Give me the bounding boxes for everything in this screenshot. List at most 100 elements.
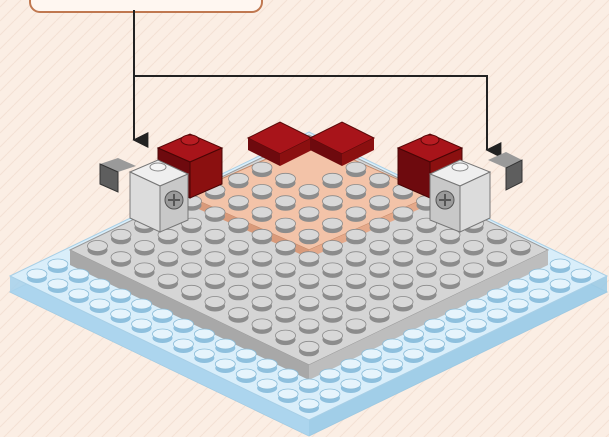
grey-stud bbox=[135, 263, 155, 274]
blue-stud bbox=[425, 339, 445, 349]
blue-stud bbox=[278, 389, 298, 399]
grey-stud bbox=[370, 308, 390, 319]
grey-stud bbox=[370, 196, 390, 207]
grey-stud bbox=[440, 274, 460, 285]
blue-stud bbox=[529, 269, 549, 279]
blue-stud bbox=[571, 269, 591, 279]
blue-stud bbox=[383, 339, 403, 349]
grey-stud bbox=[252, 162, 272, 173]
grey-stud bbox=[346, 207, 366, 218]
blue-stud bbox=[153, 329, 173, 339]
blue-stud bbox=[173, 319, 193, 329]
grey-stud bbox=[276, 218, 296, 229]
blue-stud bbox=[341, 379, 361, 389]
blue-stud bbox=[529, 289, 549, 299]
grey-stud bbox=[299, 252, 319, 263]
callout-box bbox=[30, 0, 262, 12]
blue-stud bbox=[27, 269, 47, 279]
blue-stud bbox=[508, 299, 528, 309]
blue-stud bbox=[341, 359, 361, 369]
blue-stud bbox=[173, 339, 193, 349]
blue-stud bbox=[466, 319, 486, 329]
blue-stud bbox=[278, 369, 298, 379]
grey-stud bbox=[346, 319, 366, 330]
blue-stud bbox=[487, 309, 507, 319]
grey-stud bbox=[393, 229, 413, 240]
grey-stud bbox=[88, 241, 108, 252]
blue-stud bbox=[508, 279, 528, 289]
blue-stud bbox=[550, 279, 570, 289]
blue-stud bbox=[236, 369, 256, 379]
grey-stud bbox=[464, 263, 484, 274]
blue-stud bbox=[48, 279, 68, 289]
grey-stud bbox=[370, 218, 390, 229]
grey-stud bbox=[299, 274, 319, 285]
grey-stud bbox=[346, 162, 366, 173]
blue-stud bbox=[362, 349, 382, 359]
grey-stud bbox=[323, 308, 343, 319]
grey-stud bbox=[205, 207, 225, 218]
grey-stud bbox=[276, 241, 296, 252]
blue-stud bbox=[446, 329, 466, 339]
blue-stud bbox=[446, 309, 466, 319]
blue-stud bbox=[257, 379, 277, 389]
grey-stud bbox=[158, 274, 178, 285]
grey-stud bbox=[346, 229, 366, 240]
grey-stud bbox=[182, 241, 202, 252]
grey-stud bbox=[135, 241, 155, 252]
grey-stud bbox=[393, 207, 413, 218]
blue-stud bbox=[404, 329, 424, 339]
grey-stud bbox=[252, 252, 272, 263]
grey-stud bbox=[393, 297, 413, 308]
blue-stud bbox=[111, 309, 131, 319]
grey-stud bbox=[487, 252, 507, 263]
grey-stud bbox=[276, 330, 296, 341]
grey-stud bbox=[205, 252, 225, 263]
grey-stud bbox=[370, 285, 390, 296]
blue-stud bbox=[550, 259, 570, 269]
grey-stud bbox=[299, 229, 319, 240]
grey-stud bbox=[276, 308, 296, 319]
blue-stud bbox=[111, 289, 131, 299]
blue-stud bbox=[48, 259, 68, 269]
grey-stud bbox=[346, 252, 366, 263]
grey-stud bbox=[252, 185, 272, 196]
grey-stud bbox=[323, 196, 343, 207]
grey-stud bbox=[323, 285, 343, 296]
grey-stud bbox=[299, 185, 319, 196]
grey-stud bbox=[299, 207, 319, 218]
grey-stud bbox=[229, 241, 249, 252]
grey-stud bbox=[299, 341, 319, 352]
grey-stud bbox=[323, 330, 343, 341]
blue-stud bbox=[257, 359, 277, 369]
grey-stud bbox=[440, 252, 460, 263]
grey-stud bbox=[393, 252, 413, 263]
grey-stud bbox=[229, 218, 249, 229]
blue-stud bbox=[194, 329, 214, 339]
grey-stud bbox=[464, 241, 484, 252]
grey-stud bbox=[182, 263, 202, 274]
grey-stud bbox=[229, 173, 249, 184]
grey-stud bbox=[205, 274, 225, 285]
grey-stud bbox=[393, 274, 413, 285]
blue-stud bbox=[362, 369, 382, 379]
grey-stud bbox=[323, 263, 343, 274]
blue-stud bbox=[383, 359, 403, 369]
grey-stud bbox=[370, 173, 390, 184]
blue-stud bbox=[90, 299, 110, 309]
grey-stud bbox=[323, 173, 343, 184]
grey-stud bbox=[323, 241, 343, 252]
grey-stud bbox=[346, 274, 366, 285]
blue-stud bbox=[69, 269, 89, 279]
grey-stud bbox=[346, 297, 366, 308]
grey-stud bbox=[111, 229, 131, 240]
grey-stud bbox=[229, 263, 249, 274]
grey-stud bbox=[511, 241, 531, 252]
grey-stud bbox=[252, 229, 272, 240]
grey-stud bbox=[252, 297, 272, 308]
blue-stud bbox=[487, 289, 507, 299]
blue-stud bbox=[236, 349, 256, 359]
grey-stud bbox=[370, 263, 390, 274]
grey-stud bbox=[158, 252, 178, 263]
grey-stud bbox=[205, 297, 225, 308]
